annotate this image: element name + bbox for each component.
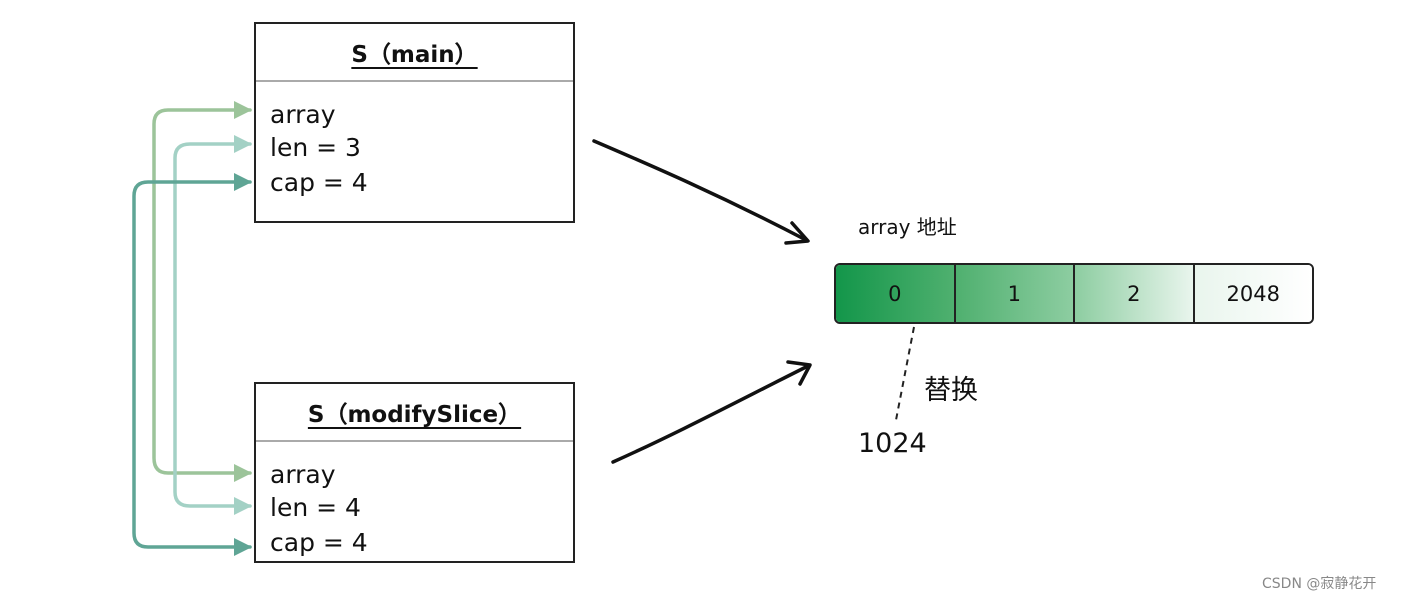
modify-field-cap: cap = 4: [270, 528, 368, 557]
len-connector: [173, 142, 252, 508]
array-cell-3: 2048: [1194, 265, 1312, 322]
cap-connector-head-bottom: [234, 538, 252, 556]
array-address-label: array 地址: [858, 215, 957, 239]
modify-field-len: len = 4: [270, 493, 361, 522]
main-struct-box: S（main） array len = 3 cap = 4: [254, 22, 575, 223]
array-cell-0: 0: [836, 265, 956, 322]
modify-pointer-arrow: [611, 364, 810, 464]
watermark: CSDN @寂静花开: [1262, 576, 1377, 592]
len-connector-head-top: [234, 135, 252, 153]
replace-label: 替换: [924, 375, 978, 406]
len-connector-head-bottom: [234, 497, 252, 515]
modify-pointer-arrowhead: [786, 360, 812, 386]
array-connector-head-top: [234, 101, 252, 119]
replace-value: 1024: [858, 428, 927, 459]
main-field-len: len = 3: [270, 133, 361, 162]
array-cell-1: 1: [955, 265, 1075, 322]
array-cells: 0 1 2 2048: [834, 263, 1314, 324]
main-field-array: array: [270, 100, 336, 129]
main-pointer-arrow: [592, 139, 808, 242]
replace-dashed-line: [895, 326, 915, 421]
cap-connector: [132, 180, 252, 549]
modify-field-array: array: [270, 460, 336, 489]
main-struct-title: S（main）: [256, 24, 573, 82]
array-cell-2: 2: [1075, 265, 1195, 322]
modify-struct-title: S（modifySlice）: [256, 384, 573, 442]
modify-struct-box: S（modifySlice） array len = 4 cap = 4: [254, 382, 575, 563]
main-pointer-arrowhead: [784, 221, 810, 245]
array-connector: [152, 108, 252, 475]
array-connector-head-bottom: [234, 464, 252, 482]
main-field-cap: cap = 4: [270, 168, 368, 197]
cap-connector-head-top: [234, 173, 252, 191]
